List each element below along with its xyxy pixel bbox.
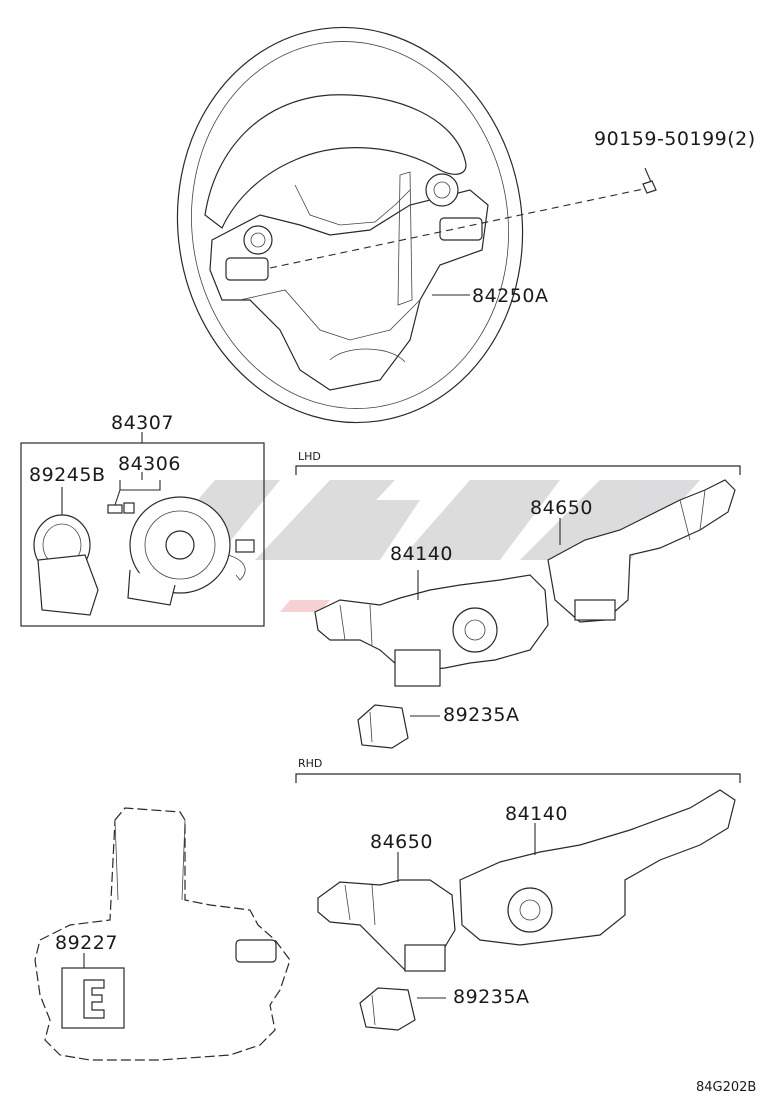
- part-label-84140-rhd[interactable]: 84140: [505, 803, 568, 825]
- steering-wheel-drawing: [176, 26, 657, 424]
- section-label-rhd: RHD: [298, 757, 323, 770]
- part-label-89235a-rhd[interactable]: 89235A: [453, 986, 530, 1008]
- part-label-84140-lhd[interactable]: 84140: [390, 543, 453, 565]
- part-label-90159-50199[interactable]: 90159-50199(2): [594, 128, 756, 150]
- part-label-84650-lhd[interactable]: 84650: [530, 497, 593, 519]
- lhd-section-drawing: [295, 465, 741, 749]
- part-label-84306[interactable]: 84306: [118, 453, 181, 475]
- part-label-89245b[interactable]: 89245B: [29, 464, 106, 486]
- part-label-89235a-lhd[interactable]: 89235A: [443, 704, 520, 726]
- spiral-cable-box: [20, 432, 265, 627]
- part-label-84650-rhd[interactable]: 84650: [370, 831, 433, 853]
- part-label-84250a[interactable]: 84250A: [472, 285, 549, 307]
- steering-column-drawing: [34, 807, 291, 1061]
- diagram-code: 84G202B: [696, 1080, 757, 1095]
- rhd-section-drawing: [295, 773, 741, 1031]
- part-label-89227[interactable]: 89227: [55, 932, 118, 954]
- section-label-lhd: LHD: [298, 450, 321, 463]
- part-label-84307[interactable]: 84307: [111, 412, 174, 434]
